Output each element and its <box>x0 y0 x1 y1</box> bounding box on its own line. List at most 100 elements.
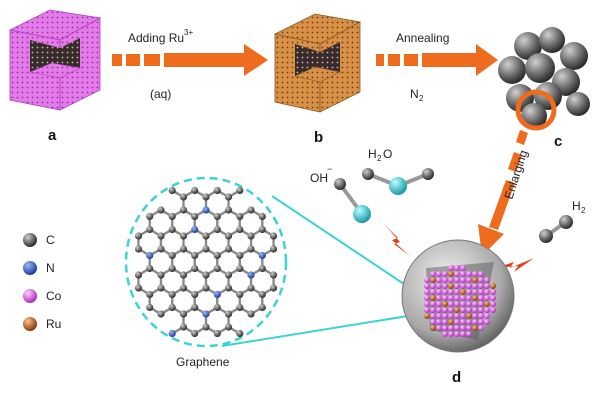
co-atom <box>454 325 460 331</box>
carbon-atom <box>213 212 221 221</box>
co-atom <box>448 313 454 319</box>
carbon-atom <box>191 212 199 221</box>
co-atom <box>466 277 472 283</box>
carbon-atom <box>168 264 176 273</box>
co-atom <box>442 277 448 283</box>
carbon-atom <box>224 232 233 240</box>
carbon-atom <box>157 206 165 214</box>
ru-atom <box>472 295 478 301</box>
carbon-atom <box>134 271 143 279</box>
carbon-atom <box>146 225 154 234</box>
co-atom <box>472 271 478 277</box>
legend-co-label: Co <box>46 289 62 303</box>
carbon-atom <box>224 271 233 279</box>
co-atom <box>478 289 484 295</box>
carbon-atom <box>191 264 199 273</box>
carbon-atom <box>179 323 188 331</box>
carbon-atom <box>213 251 221 260</box>
water-label-h: H <box>368 147 377 161</box>
carbon-atom <box>157 310 165 318</box>
co-atom <box>454 265 460 271</box>
carbon-atom <box>202 245 210 253</box>
hydrogen-label: H <box>572 199 581 213</box>
carbon-atom <box>157 284 165 292</box>
carbon-atom <box>224 323 233 331</box>
co-atom <box>466 271 472 277</box>
carbon-atom <box>258 264 266 273</box>
co-atom <box>460 295 466 301</box>
carbon-atom <box>134 232 143 240</box>
nitrogen-atom <box>191 225 199 234</box>
step2-gas: N <box>410 87 419 101</box>
co-atom <box>448 301 454 307</box>
co-atom <box>460 277 466 283</box>
legend: C N Co Ru <box>23 233 62 331</box>
carbon-atom <box>179 232 188 240</box>
co-atom <box>424 295 430 301</box>
zoom-line-bottom <box>221 313 421 347</box>
ru-atom <box>448 271 454 277</box>
water-label-o: O <box>383 147 392 161</box>
carbon-atom <box>168 225 176 234</box>
carbon-atom <box>247 284 255 292</box>
cube-a-pink-mof <box>8 9 102 111</box>
co-atom <box>448 331 454 337</box>
co-atom <box>478 325 484 331</box>
co-atom <box>460 325 466 331</box>
graphene-lattice-zoom <box>124 176 288 348</box>
co-atom <box>490 301 496 307</box>
nitrogen-atom <box>258 251 266 260</box>
co-atom <box>466 289 472 295</box>
co-atom <box>466 325 472 331</box>
co-atom <box>460 319 466 325</box>
carbon-atom <box>191 290 199 299</box>
hydroxide-label: OH <box>310 171 328 185</box>
graphene-lattice <box>134 186 278 338</box>
label-panel-a: a <box>48 127 57 144</box>
carbon-atom <box>157 271 165 279</box>
step1-charge: 3+ <box>184 28 193 37</box>
legend-ru-icon <box>23 317 37 331</box>
co-atom <box>454 271 460 277</box>
hydroxide-ion <box>334 178 371 223</box>
carbon-atom <box>202 323 210 331</box>
co-atom <box>454 301 460 307</box>
carbon-atom <box>247 245 255 253</box>
carbon-atom <box>179 271 188 279</box>
carbon-atom <box>157 232 165 240</box>
carbon-atom <box>168 251 176 260</box>
co-atom <box>430 319 436 325</box>
co-atom <box>460 265 466 271</box>
carbon-atom <box>146 303 154 312</box>
co-atom <box>478 319 484 325</box>
ru-atom <box>466 313 472 319</box>
carbon-atom <box>224 245 233 253</box>
step1-sub: (aq) <box>150 87 171 101</box>
co-atom <box>448 295 454 301</box>
core-shell-particle-d <box>401 239 515 353</box>
co-atom <box>478 307 484 313</box>
co-atom <box>478 295 484 301</box>
carbon-atom <box>236 251 244 260</box>
legend-ru-label: Ru <box>46 317 61 331</box>
co-atom <box>472 307 478 313</box>
nitrogen-atom <box>202 206 210 214</box>
carbon-atom <box>213 264 221 273</box>
co-atom <box>436 283 442 289</box>
co-atom <box>472 319 478 325</box>
co-atom <box>436 301 442 307</box>
carbon-atom <box>269 245 278 253</box>
carbon-atom <box>247 232 255 240</box>
carbon-atom <box>134 245 143 253</box>
carbon-atom <box>213 329 221 338</box>
co-atom <box>430 301 436 307</box>
carbon-atom <box>179 310 188 318</box>
carbon-atom <box>191 251 199 260</box>
carbon-atom <box>202 284 210 292</box>
co-atom <box>460 331 466 337</box>
co-atom <box>466 301 472 307</box>
co-atom <box>478 271 484 277</box>
co-atom <box>430 271 436 277</box>
